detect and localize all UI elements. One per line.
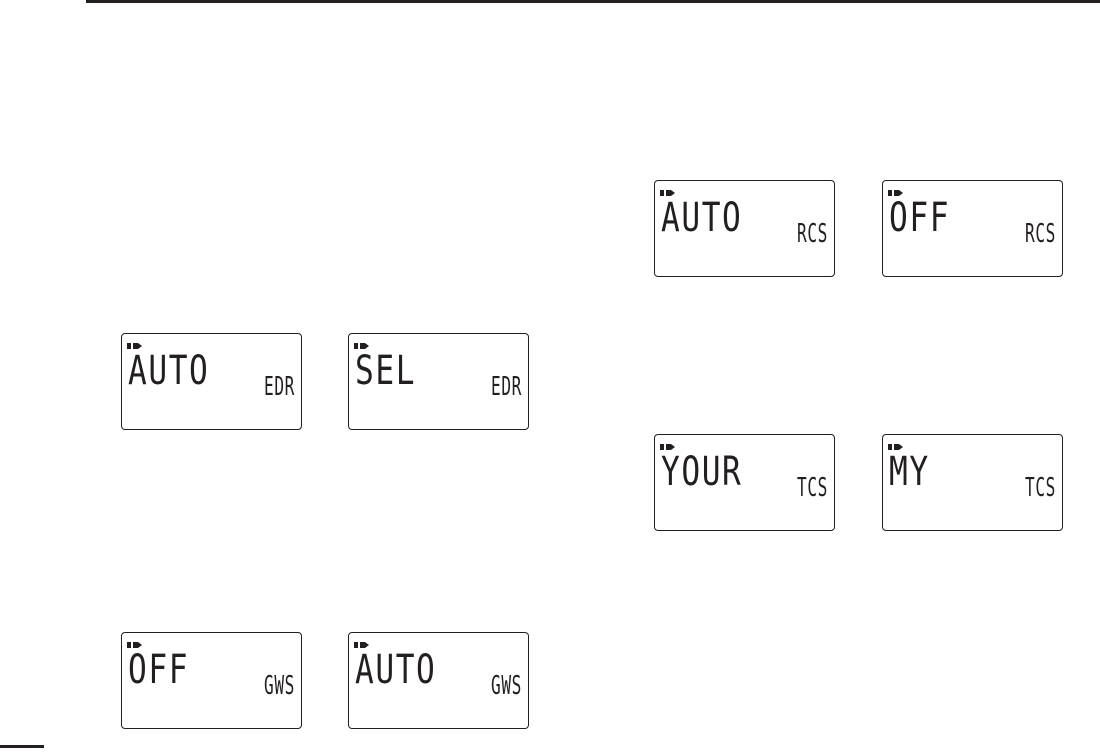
lcd-sub-text: TCS [797,475,828,501]
lcd-sub-text: GWS [264,673,295,699]
lcd-main-text: YOUR [661,452,742,492]
lcd-display-tcs-your: YOUR TCS [654,434,835,531]
lcd-main-text: AUTO [128,351,209,391]
lcd-display-tcs-my: MY TCS [882,434,1063,531]
lcd-main-text: OFF [128,650,189,690]
lcd-main-text: AUTO [661,198,742,238]
lcd-display-edr-sel: SEL EDR [348,333,529,430]
lcd-main-text: SEL [355,351,416,391]
page-top-rule [86,0,1100,3]
lcd-sub-text: EDR [491,374,522,400]
lcd-main-text: AUTO [355,650,436,690]
lcd-display-rcs-auto: AUTO RCS [654,180,835,277]
lcd-display-gws-auto: AUTO GWS [348,632,529,729]
lcd-display-rcs-off: OFF RCS [882,180,1063,277]
lcd-display-gws-off: OFF GWS [121,632,302,729]
page-bottom-tick [0,745,44,748]
lcd-main-text: MY [889,452,930,492]
lcd-main-text: OFF [889,198,950,238]
lcd-sub-text: RCS [1025,221,1056,247]
lcd-sub-text: EDR [264,374,295,400]
lcd-sub-text: RCS [797,221,828,247]
lcd-sub-text: GWS [491,673,522,699]
lcd-sub-text: TCS [1025,475,1056,501]
lcd-display-edr-auto: AUTO EDR [121,333,302,430]
